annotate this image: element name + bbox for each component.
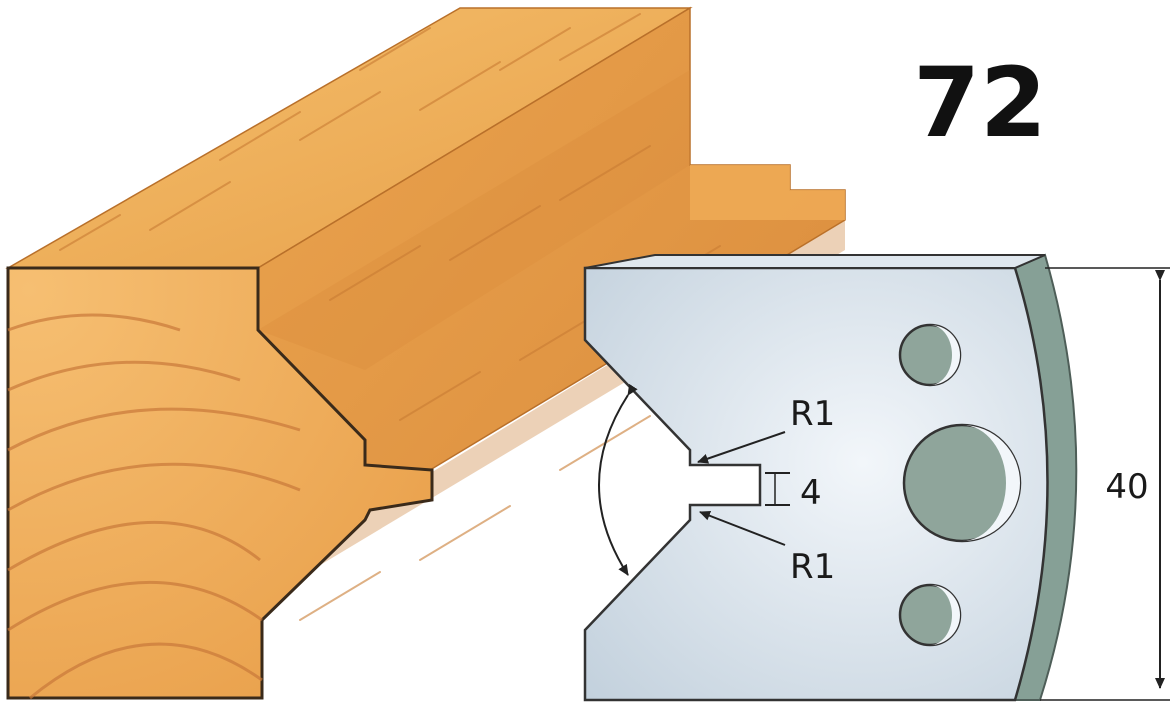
radius-bottom-annotation: R1 [699, 510, 835, 587]
knife-top-edge [584, 254, 1046, 269]
height-dimension: 40 [1040, 267, 1170, 701]
wood-growth-rings [7, 313, 301, 700]
wood-workpiece [5, 6, 846, 700]
knife-blade [583, 253, 1078, 702]
radius-top-annotation: R1 [697, 394, 835, 464]
wood-profile-ledge [690, 165, 845, 220]
wood-end-face [6, 266, 434, 700]
angle-dimension [598, 383, 638, 576]
height-label: 40 [1105, 467, 1148, 507]
slot-width-dimension: 4 [765, 472, 822, 513]
model-number: 72 [913, 47, 1047, 159]
wood-profile-groove [258, 70, 690, 370]
slot-width-label: 4 [800, 473, 822, 513]
radius-top-label: R1 [790, 394, 835, 434]
mounting-holes [898, 323, 1022, 647]
radius-bottom-label: R1 [790, 547, 835, 587]
